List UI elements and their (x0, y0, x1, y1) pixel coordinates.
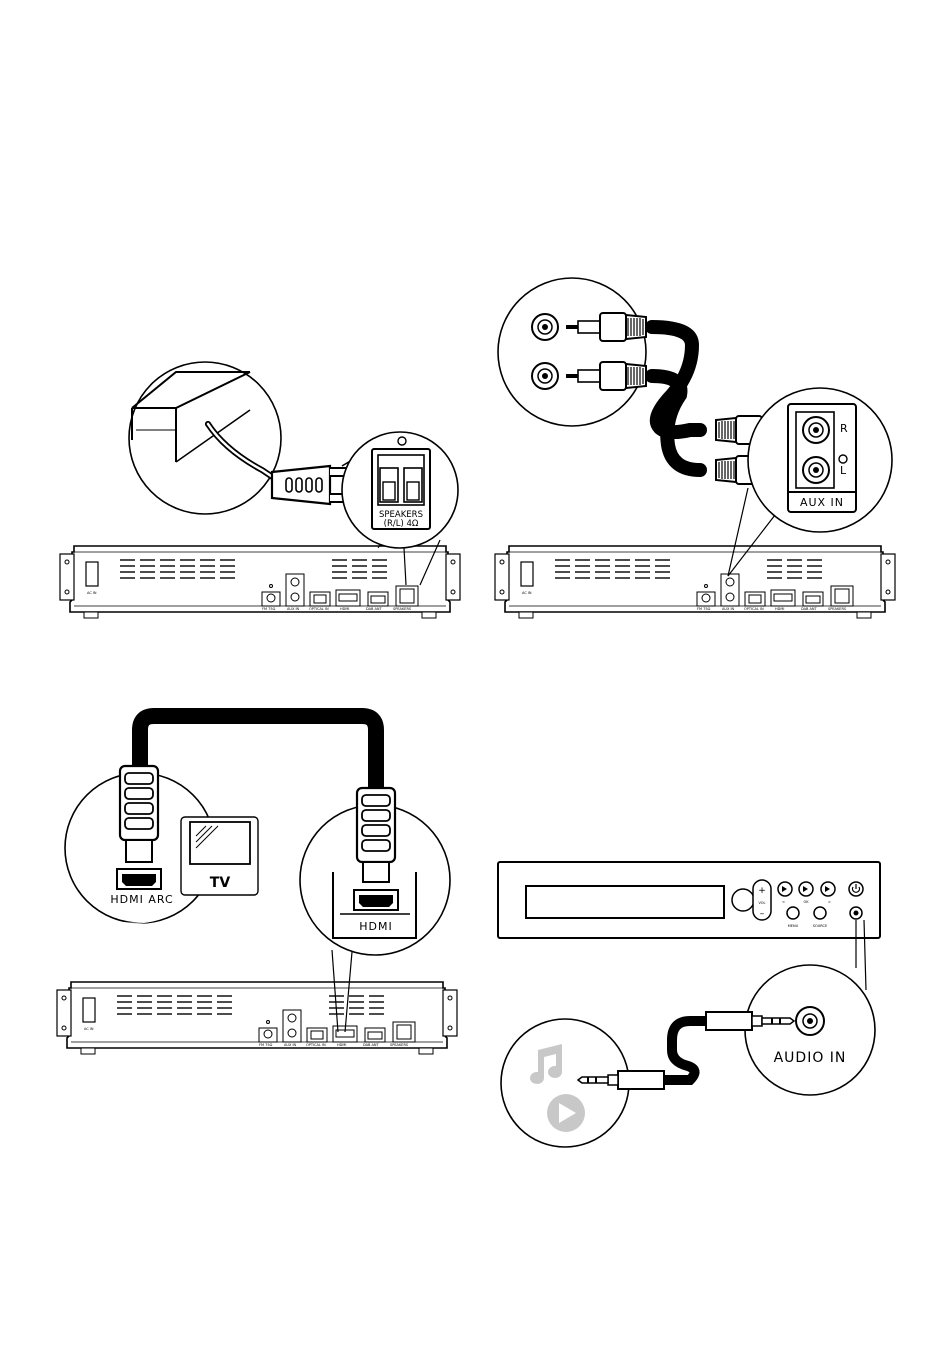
aux-r-label: R (840, 422, 848, 435)
hdmi-label: HDMI (359, 920, 392, 933)
hdmi-connection-panel: HDMI ARC TV HDMI (57, 716, 457, 1054)
aux-l-label: L (840, 464, 847, 477)
aux-in-connection-panel: R L AUX IN (495, 278, 895, 618)
audio-in-callout: AUDIO IN (745, 920, 875, 1095)
svg-text:<: < (782, 900, 785, 904)
speakers-impedance-label: (R/L) 4Ω (384, 519, 419, 529)
tv-label: TV (210, 875, 231, 891)
play-icon (547, 1094, 585, 1132)
vol-label: VOL (758, 901, 765, 905)
tv-icon: TV (181, 817, 258, 895)
aux-in-label: AUX IN (800, 496, 844, 509)
hdmi-arc-label: HDMI ARC (110, 893, 173, 906)
menu-label: MENU (788, 924, 799, 928)
main-unit-rear-panel (60, 546, 460, 618)
ok-label: OK (803, 900, 809, 904)
speaker-box-callout (129, 362, 281, 514)
main-unit-rear-panel (495, 546, 895, 618)
main-unit-front-panel: + – VOL < OK > MENU SOURCE (498, 862, 880, 938)
speakers-connection-panel: SPEAKERS (R/L) 4Ω (60, 362, 460, 618)
svg-text:–: – (760, 909, 765, 919)
hdmi-cable (140, 716, 376, 790)
source-device-callout (498, 278, 646, 426)
main-unit-rear-panel (57, 982, 457, 1054)
svg-text:+: + (758, 886, 766, 896)
source-label: SOURCE (813, 924, 827, 928)
audio-in-connection-panel: + – VOL < OK > MENU SOURCE (498, 862, 880, 1147)
audio-in-label: AUDIO IN (774, 1050, 847, 1066)
svg-text:>: > (828, 900, 831, 904)
